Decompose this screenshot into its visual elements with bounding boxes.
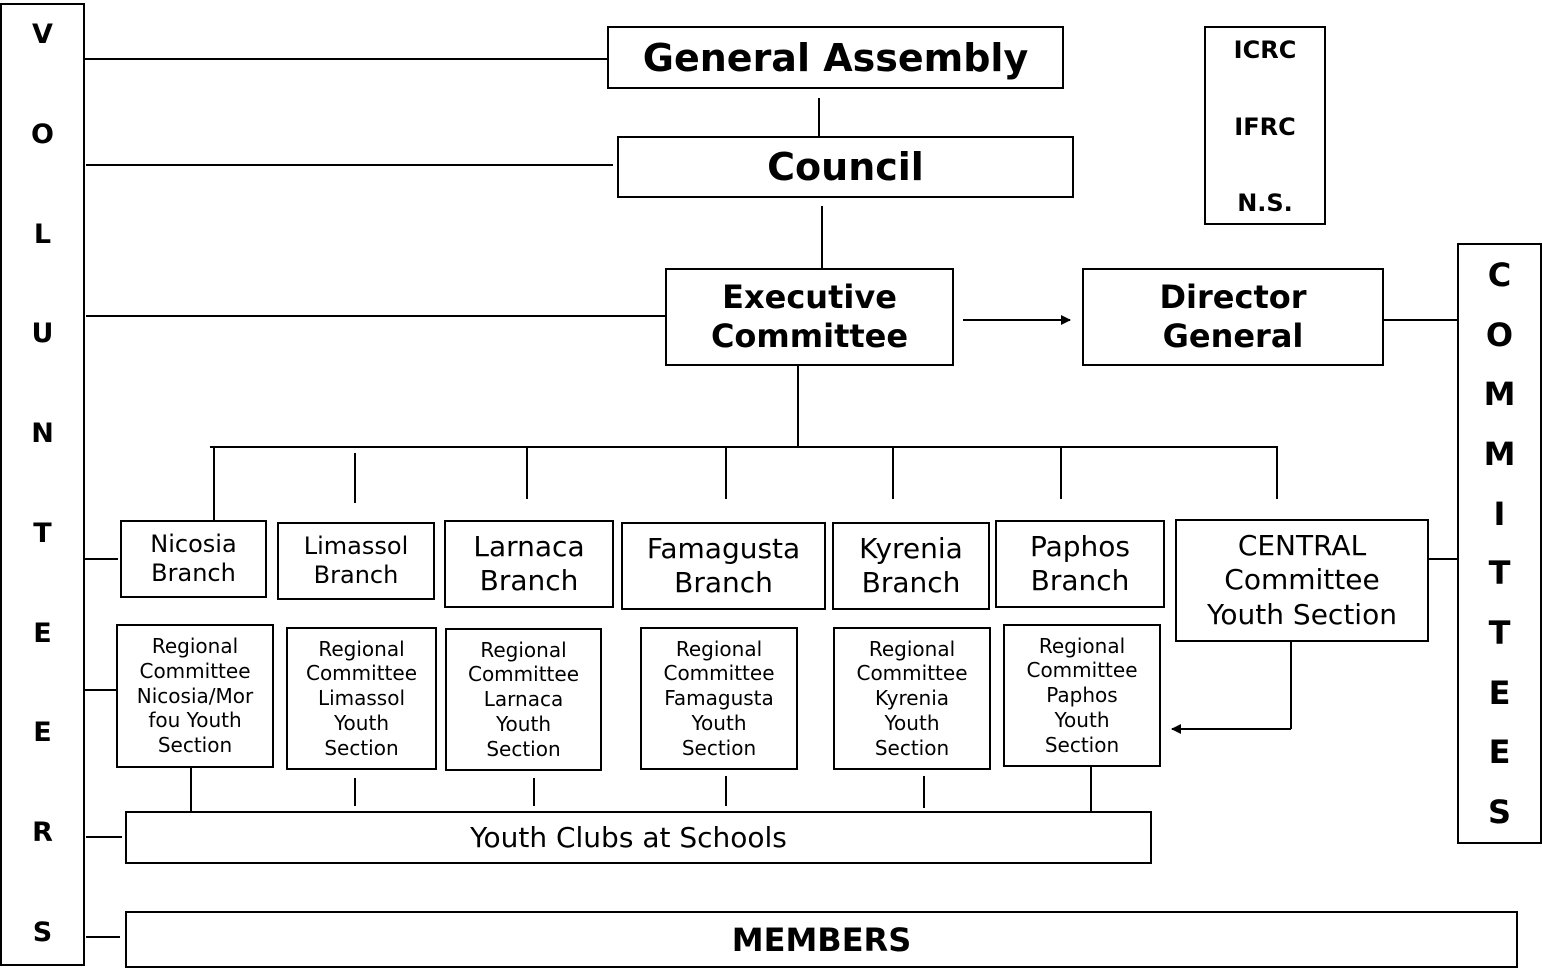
branch-line: Nicosia xyxy=(150,529,237,558)
branch-box-larnaca: Larnaca Branch xyxy=(444,520,614,608)
committees-letter: E xyxy=(1488,673,1511,712)
regional-line: Youth xyxy=(691,710,747,735)
branch-line: Branch xyxy=(479,564,579,597)
committees-letter: C xyxy=(1487,256,1512,294)
regional-line: Section xyxy=(486,736,561,761)
branch-box-kyrenia: Kyrenia Branch xyxy=(832,522,990,610)
regional-line: Section xyxy=(681,735,757,760)
volunteers-letter: N xyxy=(31,418,54,450)
central-committee-line: CENTRAL xyxy=(1237,529,1367,563)
committees-letter: T xyxy=(1488,554,1511,593)
central-committee-line: Youth Section xyxy=(1207,597,1397,631)
regional-line: Regional xyxy=(1038,633,1126,658)
volunteers-letter: S xyxy=(32,916,53,948)
regional-line: Committee xyxy=(856,661,968,686)
council-label: Council xyxy=(767,145,924,189)
committees-letter: T xyxy=(1488,613,1511,652)
branch-line: Branch xyxy=(674,566,773,599)
regional-committee-limassol: Regional Committee Limassol Youth Sectio… xyxy=(286,627,437,770)
volunteers-letter: V xyxy=(32,19,53,50)
central-committee-line: Committee xyxy=(1224,563,1380,597)
regional-line: Section xyxy=(874,735,950,760)
branch-line: Limassol xyxy=(303,531,409,560)
icrc-label: ICRC xyxy=(1233,36,1297,64)
branch-line: Paphos xyxy=(1029,529,1131,563)
regional-committee-nicosia: Regional Committee Nicosia/Mor fou Youth… xyxy=(116,624,274,768)
regional-line: Section xyxy=(1044,732,1120,757)
regional-committee-paphos: Regional Committee Paphos Youth Section xyxy=(1003,624,1161,767)
regional-line: Regional xyxy=(480,637,567,662)
regional-line: Youth xyxy=(496,711,551,736)
branch-box-limassol: Limassol Branch xyxy=(277,522,435,600)
regional-line: Paphos xyxy=(1046,683,1118,708)
regional-line: Section xyxy=(324,735,399,760)
regional-line: Section xyxy=(157,733,233,758)
regional-line: Regional xyxy=(675,636,763,661)
regional-line: Committee xyxy=(305,661,417,686)
executive-committee-line: Executive xyxy=(722,277,897,316)
volunteers-letter: T xyxy=(33,517,52,549)
youth-clubs-box: Youth Clubs at Schools xyxy=(125,811,1152,864)
regional-line: Regional xyxy=(868,636,956,661)
branch-box-nicosia: Nicosia Branch xyxy=(120,520,267,598)
regional-line: Youth xyxy=(1054,707,1110,732)
volunteers-letter: U xyxy=(31,318,54,350)
branch-line: Branch xyxy=(1030,564,1130,597)
director-general-line: General xyxy=(1162,317,1304,355)
director-general-line: Director xyxy=(1159,277,1307,316)
executive-committee-line: Committee xyxy=(710,317,909,355)
regional-line: Committee xyxy=(139,658,251,683)
branch-line: Branch xyxy=(151,559,236,587)
volunteers-letter: E xyxy=(33,617,52,649)
volunteers-letter: L xyxy=(33,218,52,250)
regional-committee-famagusta: Regional Committee Famagusta Youth Secti… xyxy=(640,627,798,770)
regional-committee-larnaca: Regional Committee Larnaca Youth Section xyxy=(445,628,602,771)
regional-line: Committee xyxy=(467,662,579,687)
youth-clubs-label: Youth Clubs at Schools xyxy=(470,821,787,854)
general-assembly-box: General Assembly xyxy=(607,26,1064,89)
branch-line: Larnaca xyxy=(473,529,585,563)
volunteers-column: V O L U N T E E R S xyxy=(0,3,85,966)
members-label: MEMBERS xyxy=(731,920,912,959)
branch-box-paphos: Paphos Branch xyxy=(995,520,1165,608)
central-committee-box: CENTRAL Committee Youth Section xyxy=(1175,519,1429,642)
volunteers-letter: R xyxy=(32,817,53,849)
members-box: MEMBERS xyxy=(125,911,1518,968)
council-box: Council xyxy=(617,136,1074,198)
executive-committee-box: Executive Committee xyxy=(665,268,954,366)
director-general-box: Director General xyxy=(1082,268,1384,366)
international-box: ICRC IFRC N.S. xyxy=(1204,26,1326,225)
ifrc-label: IFRC xyxy=(1234,112,1296,141)
regional-line: Youth xyxy=(884,710,940,735)
regional-line: Nicosia/Mor xyxy=(136,683,254,708)
regional-line: Committee xyxy=(663,661,775,686)
volunteers-letter: O xyxy=(31,118,54,150)
regional-line: Kyrenia xyxy=(874,686,950,711)
committees-column: C O M M I T T E E S xyxy=(1457,243,1542,844)
regional-line: Youth xyxy=(334,710,389,735)
committees-letter: S xyxy=(1487,792,1512,831)
regional-line: Committee xyxy=(1026,658,1138,683)
regional-line: Larnaca xyxy=(483,687,564,712)
branch-line: Branch xyxy=(861,566,961,599)
regional-line: fou Youth xyxy=(148,708,242,733)
committees-letter: E xyxy=(1488,733,1511,772)
volunteers-letter: E xyxy=(33,717,52,749)
committees-letter: I xyxy=(1493,494,1506,533)
regional-line: Regional xyxy=(151,634,239,658)
branch-box-famagusta: Famagusta Branch xyxy=(621,522,826,610)
committees-letter: O xyxy=(1485,315,1514,354)
regional-line: Limassol xyxy=(317,686,406,711)
committees-letter: M xyxy=(1483,434,1516,473)
regional-committee-kyrenia: Regional Committee Kyrenia Youth Section xyxy=(833,627,991,770)
branch-line: Kyrenia xyxy=(859,531,963,565)
regional-line: Famagusta xyxy=(664,686,774,711)
branch-line: Famagusta xyxy=(646,531,801,565)
branch-line: Branch xyxy=(313,561,399,589)
regional-line: Regional xyxy=(318,636,405,661)
committees-letter: M xyxy=(1483,375,1516,414)
general-assembly-label: General Assembly xyxy=(642,35,1029,80)
national-societies-label: N.S. xyxy=(1237,189,1293,217)
